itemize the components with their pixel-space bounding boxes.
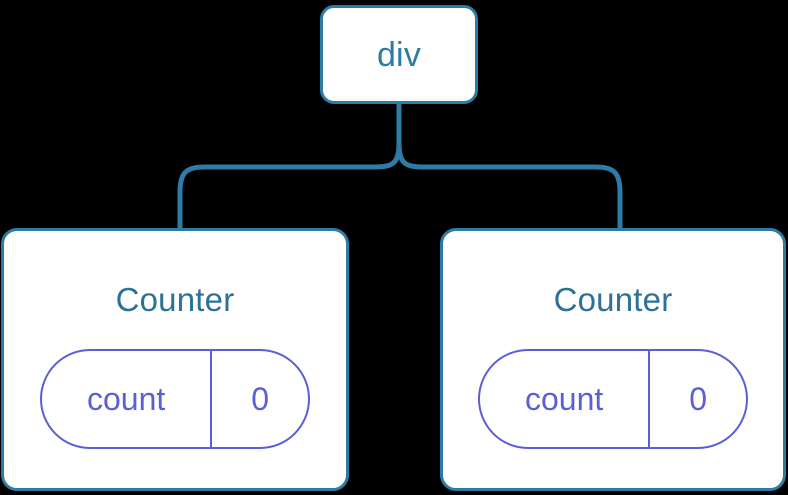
state-pill-0: count 0 — [40, 349, 310, 449]
state-pill-1-key: count — [524, 381, 604, 417]
connector-flare-left — [204, 142, 402, 170]
node-div-label: div — [376, 35, 422, 74]
node-counter-0-title: Counter — [115, 281, 235, 318]
state-pill-1-value: 0 — [689, 381, 708, 417]
connector-flare-right — [396, 142, 596, 170]
node-div[interactable]: div — [320, 5, 478, 104]
state-pill-0-value: 0 — [251, 381, 270, 417]
connector-elbow-left — [177, 164, 205, 228]
connector-elbow-right — [595, 164, 623, 228]
state-pill-0-key: count — [86, 381, 166, 417]
state-pill-1-value-cell: 0 — [650, 351, 746, 447]
state-pill-1-key-cell: count — [480, 351, 651, 447]
state-pill-1: count 0 — [478, 349, 748, 449]
node-counter-0[interactable]: Counter count 0 — [1, 228, 349, 491]
node-counter-1-title: Counter — [553, 281, 673, 318]
state-pill-0-value-cell: 0 — [212, 351, 308, 447]
node-counter-1[interactable]: Counter count 0 — [440, 228, 786, 491]
state-pill-0-key-cell: count — [42, 351, 213, 447]
